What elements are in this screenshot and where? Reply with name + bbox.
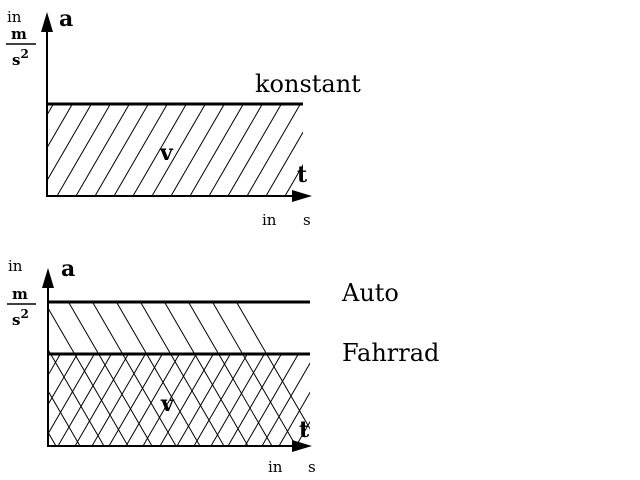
hatch-line [228,104,282,195]
velocity-label-bottom: v [160,391,175,417]
y-arrow-top [41,12,53,32]
hatch-line [212,302,296,445]
hatch-line [126,354,180,445]
x-unit-prefix-top: in [262,211,277,229]
hatch-line [262,362,310,445]
hatch-line [143,354,197,445]
hatch-line [47,104,73,149]
y-unit-prefix-bottom: in [8,257,23,275]
hatch-line [266,131,303,195]
y-arrow-bottom [42,268,54,288]
hatch-line [68,302,152,445]
hatch-line [296,420,310,445]
hatch-line [47,104,54,116]
x-axis-label-bottom: t [299,417,310,443]
hatch-line [285,163,303,195]
hatch-line [58,354,112,445]
hatch-line [152,104,206,195]
hatch-line [48,354,95,435]
hatch-line [247,104,301,195]
hatch-line [114,104,168,195]
hatch-line [171,104,225,195]
hatch-line [95,104,149,195]
x-unit-bottom: s [308,458,316,476]
hatch-line [76,104,130,195]
hatch-line [211,354,265,445]
constant-label: konstant [255,70,361,98]
hatch-line [236,302,310,430]
hatch-line [164,302,248,445]
x-unit-prefix-bottom: in [268,458,283,476]
hatch-line [109,354,163,445]
hatch-line [188,302,272,445]
x-arrow-top [292,190,312,202]
hatched-area-auto [0,302,310,446]
hatch-line [47,104,92,182]
hatch-line [209,104,263,195]
y-unit-denominator-bottom: s2 [12,307,29,329]
hatch-line [194,354,248,445]
y-unit-denominator-top: s2 [12,47,29,69]
hatch-line [140,302,224,445]
hatch-line [116,302,200,445]
hatch-line [48,389,80,445]
velocity-label-top: v [159,140,174,166]
hatch-line [177,354,231,445]
x-arrow-bottom [292,440,312,452]
y-axis-label-bottom: a [61,256,75,282]
hatch-line [0,302,8,446]
hatched-area-top [47,104,303,195]
y-unit-numerator-bottom: m [12,285,28,303]
hatch-line [279,391,310,445]
x-axis-label-top: t [297,162,308,188]
fahrrad-label: Fahrrad [342,339,439,367]
y-axis-label-top: a [59,6,73,32]
hatched-area-fahrrad [0,354,366,446]
hatch-line [48,354,78,406]
hatch-line [48,354,61,377]
hatch-line [48,307,128,445]
hatch-line [160,354,214,445]
hatch-line [92,354,146,445]
diagram-bottom: a in m s2 Auto Fahrrad v t in s [0,256,439,476]
diagram-top: a in m s2 konstant v t in s [6,6,361,229]
auto-label: Auto [341,279,399,307]
hatch-line [245,354,299,445]
y-unit-prefix-top: in [7,8,22,26]
y-unit-numerator-top: m [11,25,27,43]
hatch-line [133,104,187,195]
hatch-line [228,354,282,445]
x-unit-top: s [303,211,311,229]
hatch-line [75,354,129,445]
hatch-line [57,104,111,195]
hatch-line [313,354,366,446]
hatch-line [190,104,244,195]
hatch-line [0,354,43,446]
hatch-line [48,348,104,445]
